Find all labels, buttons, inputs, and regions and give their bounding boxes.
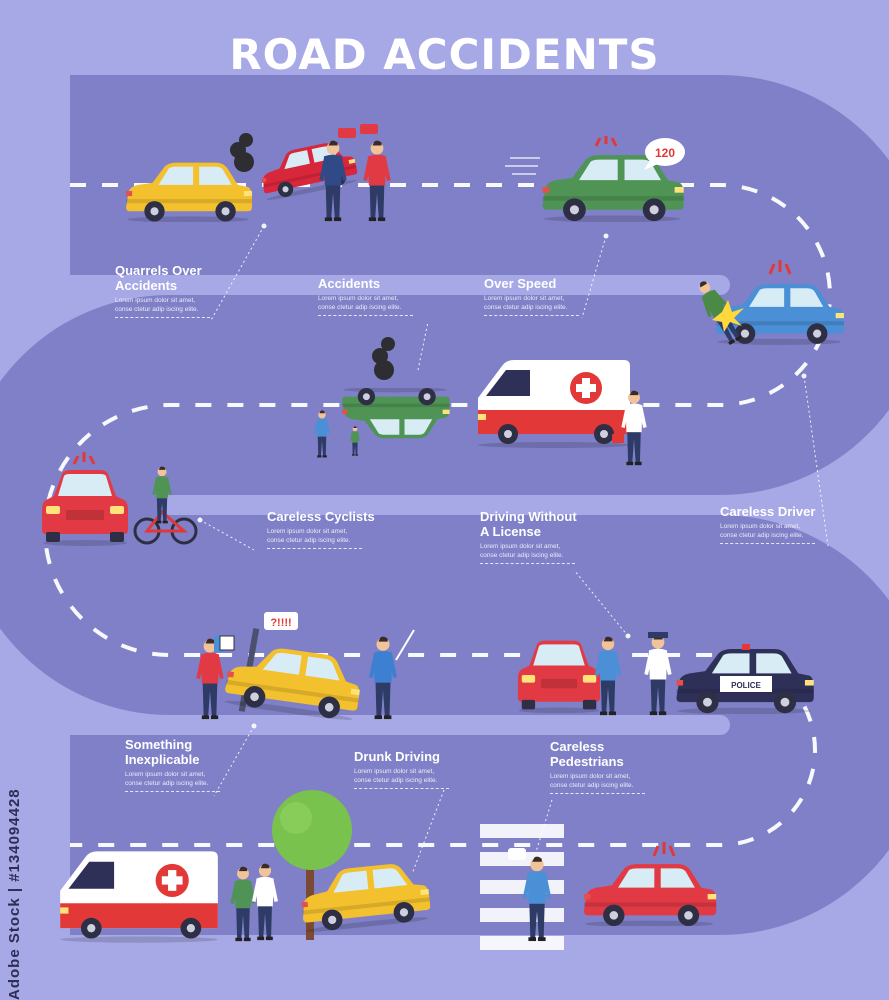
- label-accidents-text: Lorem ipsum dolor sit amet, conse ctetur…: [318, 295, 402, 311]
- page-title: ROAD ACCIDENTS: [229, 30, 660, 79]
- inexplicable-scene: ?!!!!: [196, 612, 415, 723]
- label-careless-cyclists-rule: [267, 548, 362, 549]
- stock-watermark: Adobe Stock | #134094428: [6, 788, 23, 1000]
- label-careless-pedestrians: Careless Pedestrians Lorem ipsum dolor s…: [550, 739, 700, 794]
- careless-pedestrians-scene: [480, 824, 717, 950]
- label-driving-without-license: Driving Without A License Lorem ipsum do…: [480, 509, 630, 564]
- careless-driver-scene: [691, 260, 844, 348]
- overturned-car-scene: [314, 337, 450, 458]
- leader-lines: [197, 223, 829, 875]
- ambulance-scene: [478, 360, 647, 466]
- label-careless-driver: Careless Driver Lorem ipsum dolor sit am…: [720, 504, 870, 544]
- careless-cyclist-scene: [42, 452, 198, 546]
- label-quarrels-rule: [115, 317, 210, 318]
- label-careless-driver-rule: [720, 543, 815, 544]
- drunk-driving-scene: [272, 790, 432, 940]
- label-over-speed-heading: Over Speed: [484, 276, 557, 291]
- label-drunk-driving-rule: [354, 788, 449, 789]
- label-something-inexplicable-heading: Something Inexplicable: [125, 737, 200, 767]
- label-careless-cyclists: Careless Cyclists Lorem ipsum dolor sit …: [267, 509, 417, 549]
- label-careless-pedestrians-heading: Careless Pedestrians: [550, 739, 624, 769]
- label-quarrels: Quarrels Over Accidents Lorem ipsum dolo…: [115, 263, 265, 318]
- label-careless-pedestrians-rule: [550, 793, 645, 794]
- label-careless-cyclists-heading: Careless Cyclists: [267, 509, 375, 524]
- label-accidents: Accidents Lorem ipsum dolor sit amet, co…: [318, 276, 468, 316]
- police-car-text: POLICE: [731, 681, 761, 690]
- label-over-speed: Over Speed Lorem ipsum dolor sit amet, c…: [484, 276, 634, 316]
- label-something-inexplicable: Something Inexplicable Lorem ipsum dolor…: [125, 737, 275, 792]
- label-over-speed-rule: [484, 315, 579, 316]
- speed-bubble-text: 120: [655, 146, 675, 160]
- quarrel-scene: [126, 124, 391, 222]
- label-something-inexplicable-rule: [125, 791, 220, 792]
- label-driving-without-license-text: Lorem ipsum dolor sit amet, conse ctetur…: [480, 543, 564, 559]
- license-scene: POLICE: [517, 632, 814, 716]
- label-accidents-heading: Accidents: [318, 276, 381, 291]
- label-over-speed-text: Lorem ipsum dolor sit amet, conse ctetur…: [484, 295, 568, 311]
- label-careless-cyclists-text: Lorem ipsum dolor sit amet, conse ctetur…: [267, 528, 351, 544]
- label-drunk-driving-heading: Drunk Driving: [354, 749, 440, 764]
- label-driving-without-license-rule: [480, 563, 575, 564]
- label-quarrels-heading: Quarrels Over Accidents: [115, 263, 202, 293]
- label-something-inexplicable-text: Lorem ipsum dolor sit amet, conse ctetur…: [125, 771, 209, 787]
- label-drunk-driving: Drunk Driving Lorem ipsum dolor sit amet…: [354, 749, 504, 789]
- label-careless-pedestrians-text: Lorem ipsum dolor sit amet, conse ctetur…: [550, 773, 634, 789]
- label-quarrels-text: Lorem ipsum dolor sit amet, conse ctetur…: [115, 297, 199, 313]
- label-careless-driver-heading: Careless Driver: [720, 504, 816, 519]
- label-accidents-rule: [318, 315, 413, 316]
- label-drunk-driving-text: Lorem ipsum dolor sit amet, conse ctetur…: [354, 768, 438, 784]
- speech-bubble: [645, 138, 685, 166]
- label-driving-without-license-heading: Driving Without A License: [480, 509, 577, 539]
- exclaim-bubble: [264, 612, 298, 630]
- exclaim-bubble-text: ?!!!!: [270, 617, 291, 629]
- label-careless-driver-text: Lorem ipsum dolor sit amet, conse ctetur…: [720, 523, 804, 539]
- over-speed-scene: 120: [505, 136, 685, 222]
